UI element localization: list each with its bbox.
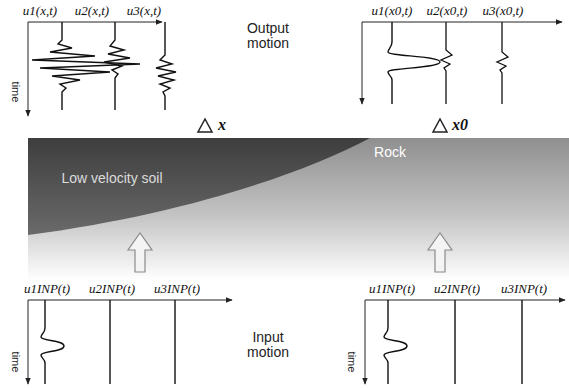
seismic-trace <box>441 22 452 104</box>
region-name: Rock <box>374 144 406 160</box>
signal-name: u3(x,t) <box>127 4 161 18</box>
site-triangle <box>433 119 447 132</box>
signal-name: u3(x0,t) <box>483 4 524 18</box>
rock-region-label: Rock <box>371 141 409 163</box>
hollow-arrow <box>128 233 152 272</box>
signal-name: u2INP(t) <box>434 282 480 296</box>
soil-region-label: Low velocity soil <box>58 167 165 189</box>
axis-line <box>28 22 29 116</box>
axis-line <box>365 300 366 384</box>
axis-label: time <box>10 352 22 373</box>
axis-label: time <box>10 82 22 103</box>
site-triangle <box>198 119 212 132</box>
seismic-trace <box>384 300 407 384</box>
panel-heading: Output motion <box>230 21 306 52</box>
signal-name: u1(x,t) <box>23 4 57 18</box>
rock-ground <box>28 138 569 280</box>
seismic-trace <box>104 22 130 110</box>
signal-name: u1INP(t) <box>369 282 415 296</box>
axis-line <box>28 300 232 301</box>
axis-line <box>362 22 363 104</box>
seismic-trace <box>454 300 455 384</box>
signal-name: u1(x0,t) <box>372 4 413 18</box>
signal-name: u2INP(t) <box>89 282 135 296</box>
hollow-arrow <box>428 233 452 272</box>
seismic-trace <box>41 300 64 384</box>
seismic-trace <box>156 22 176 110</box>
signal-name: u2(x,t) <box>75 4 109 18</box>
signal-name: u2(x0,t) <box>427 4 468 18</box>
panel-heading: Input motion <box>230 330 306 361</box>
axis-line <box>28 300 29 384</box>
site-name: x0 <box>452 116 468 134</box>
axis-line <box>365 300 565 301</box>
seismic-trace <box>388 22 440 104</box>
seismic-trace <box>174 300 175 384</box>
seismic-trace <box>32 22 140 110</box>
signal-name: u1INP(t) <box>24 282 70 296</box>
axis-label: time <box>346 352 358 373</box>
seismic-trace <box>521 300 522 384</box>
signal-name: u3INP(t) <box>154 282 200 296</box>
region-name: Low velocity soil <box>61 170 162 186</box>
site-name: x <box>218 116 226 134</box>
seismic-trace <box>497 22 508 104</box>
soil-region <box>28 138 370 235</box>
axis-line <box>28 22 162 23</box>
signal-name: u3INP(t) <box>501 282 547 296</box>
seismic-trace <box>109 300 110 384</box>
